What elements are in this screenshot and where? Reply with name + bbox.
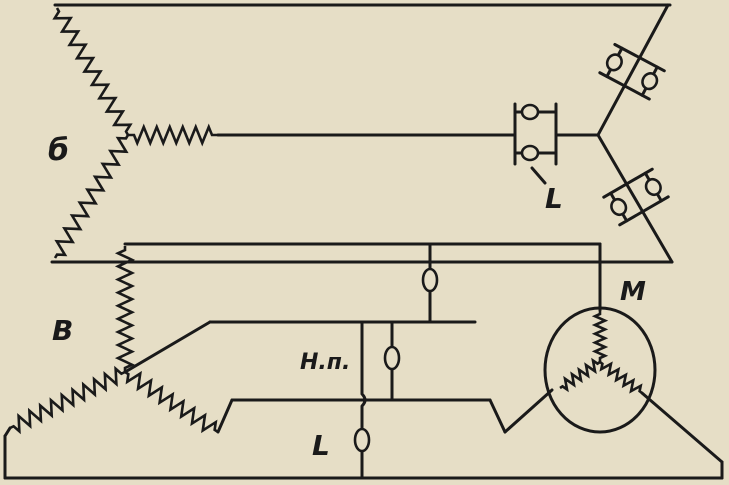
lamp-icon [353,427,371,453]
bottom-circuit: В Н.п. L М [3,242,724,480]
generator-winding-right [124,370,219,434]
label-fuse-top: L [545,182,563,215]
top-circuit: б L [48,3,674,264]
generator-winding-upper [52,7,133,136]
label-generator-v: В [52,314,73,347]
branch-lower [596,133,674,264]
lamp-icon [383,345,401,371]
branch-upper [596,3,670,137]
fuse-block-upper [598,42,666,101]
motor-winding-right [599,360,643,395]
generator-winding-vertical [114,246,136,372]
generator-winding-left [9,365,126,435]
label-neutral-point: Н.п. [300,350,350,375]
fuse-icon [644,177,662,197]
fuse-block-L [513,102,558,166]
generator-winding-middle [128,123,218,147]
label-pointer [530,166,547,185]
fuse-icon [641,72,659,91]
fuse-icon [605,53,623,72]
fuse-icon [610,197,628,217]
label-generator-b: б [48,133,69,168]
motor-winding-left [559,357,601,393]
fuse-icon [520,103,540,121]
fuse-block-lower [602,167,670,227]
motor-circle [543,306,657,434]
generator-winding-lower [53,134,130,259]
fuse-icon [520,144,540,162]
label-motor: М [620,277,646,307]
neutral-diagonal [123,320,212,374]
motor-winding-top [591,310,609,362]
label-fuse-bottom: L [312,429,330,462]
lamp-icon [421,267,439,293]
